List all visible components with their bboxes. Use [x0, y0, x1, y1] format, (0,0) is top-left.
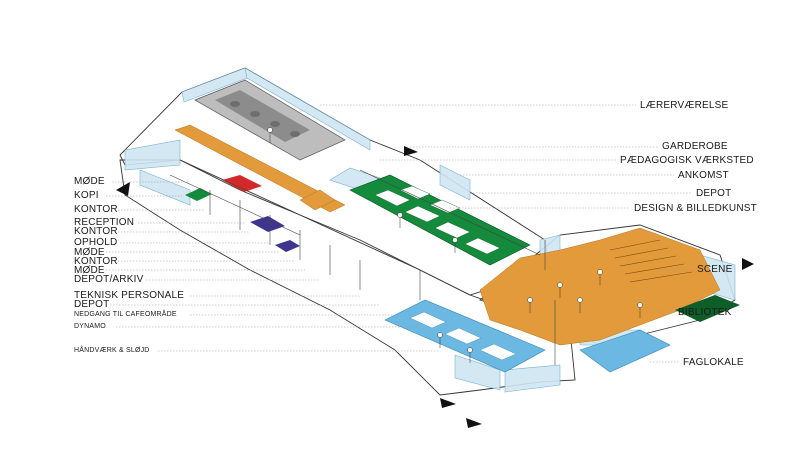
entrance-arrows [116, 146, 754, 428]
label-depot-arkiv: DEPOT/ARKIV [74, 274, 144, 285]
library-zone [675, 295, 740, 322]
stage-steps [609, 239, 693, 283]
workshop-zone [384, 299, 546, 373]
label-kopi: KOPI [74, 190, 99, 201]
label-depot-2: DEPOT [696, 188, 732, 199]
label-kontor-3: KONTOR [74, 256, 118, 267]
label-nedgang: NEDGANG TIL CAFEOMRÅDE [74, 311, 177, 318]
label-handvaerk: HÅNDVÆRK & SLØJD [74, 347, 150, 354]
label-teknisk-personale: TEKNISK PERSONALE [74, 290, 185, 301]
label-bibliotek: BIBLIOTEK [678, 307, 732, 318]
label-depot-1: DEPOT [74, 299, 110, 310]
label-ophold: OPHOLD [74, 237, 118, 248]
label-ankomst: ANKOMST [678, 170, 729, 181]
arrow-right [742, 258, 754, 270]
interior-walls [169, 159, 556, 365]
label-design: DESIGN & BILLEDKUNST [634, 203, 757, 214]
arrow-bottom-right [466, 418, 482, 428]
label-garderobe: GARDEROBE [662, 141, 728, 152]
label-faglokale: FAGLOKALE [683, 357, 744, 368]
label-mode-2: MØDE [74, 247, 105, 258]
circulation-zone [174, 124, 721, 346]
label-scene: SCENE [697, 264, 733, 275]
label-mode-1: MØDE [74, 176, 105, 187]
leader-lines [106, 104, 694, 363]
arrow-left-top [116, 182, 130, 196]
label-paedagogisk: PÆDAGOGISK VÆRKSTED [620, 155, 754, 166]
teacher-lounge-zone [194, 79, 346, 161]
office-accents [222, 175, 300, 252]
glazing [124, 67, 736, 393]
design-studio-zone [349, 174, 531, 266]
label-kontor-2: KONTOR [74, 226, 118, 237]
people-figures [267, 127, 643, 363]
label-mode-3: MØDE [74, 265, 105, 276]
label-reception: RECEPTION [74, 217, 135, 228]
arrow-bottom-left [440, 398, 456, 408]
label-dynamo: DYNAMO [74, 323, 106, 330]
arrow-top [404, 146, 418, 156]
faglokale-zone [579, 329, 671, 373]
label-kontor-1: KONTOR [74, 204, 118, 215]
label-laerervaerelse: LÆRERVÆRELSE [640, 100, 729, 111]
